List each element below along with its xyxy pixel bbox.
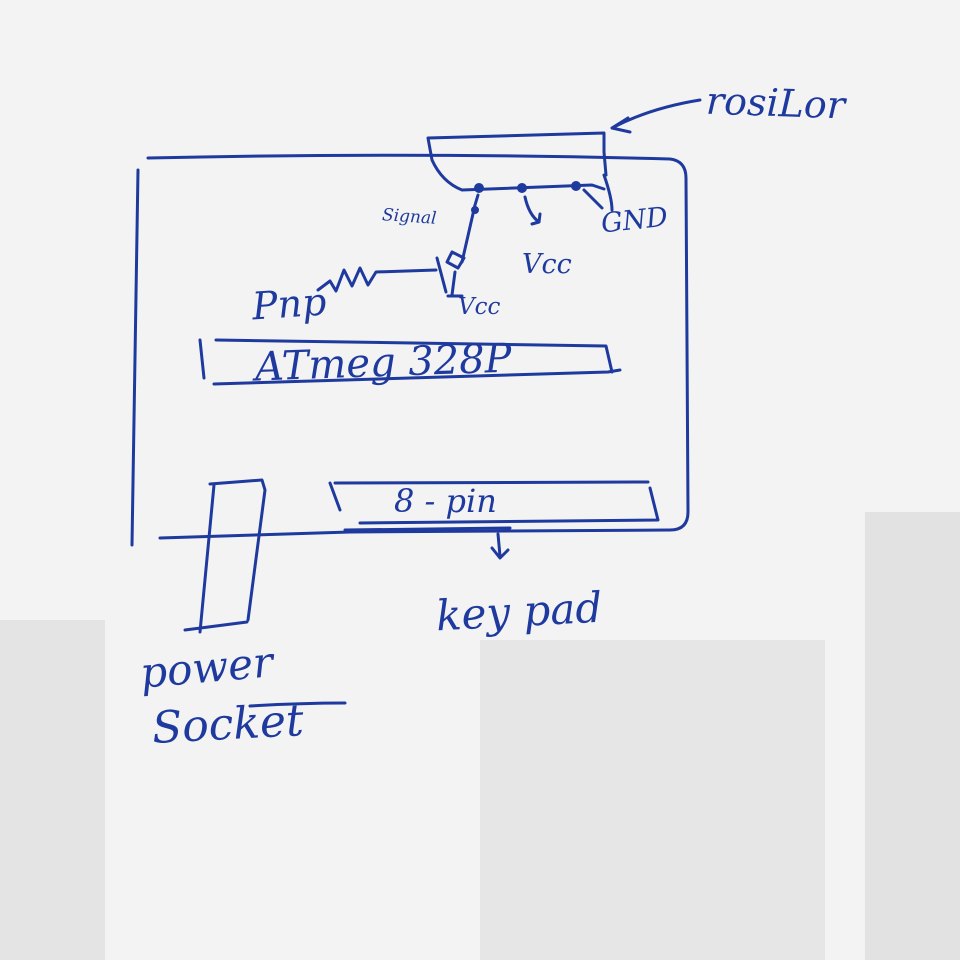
vcc-label-bottom: Vcc (458, 294, 501, 320)
atmega-chip-label: ATmeg 328P (254, 335, 513, 391)
pcb-outline (130, 153, 690, 547)
header-down-arrow (490, 532, 510, 560)
header-8pin-label: 8 - pin (394, 482, 497, 520)
paper-shadow-left (0, 620, 105, 960)
header-8pin-outline (328, 480, 660, 532)
base-resistor-zigzag (316, 266, 438, 293)
connector-pin-gnd (571, 181, 581, 191)
resistor-label: rosiLor (705, 78, 846, 128)
connector-pin-vcc (517, 183, 527, 193)
paper-shadow-middle (480, 640, 825, 960)
atmega-chip-outline (198, 338, 622, 386)
resistor-pointer-arrow (610, 98, 702, 134)
pnp-transistor (435, 250, 466, 298)
gnd-wire (582, 188, 604, 210)
socket-underline (248, 701, 347, 708)
pnp-label: Pnp (250, 279, 328, 329)
signal-junction (471, 206, 479, 214)
gnd-label: GND (599, 201, 670, 240)
resistor-symbol (426, 131, 614, 212)
power-label: power (138, 637, 275, 698)
signal-label: Signal (381, 205, 438, 229)
signal-wire (460, 193, 480, 264)
paper-shadow-right (865, 512, 960, 960)
vcc-label-top: Vcc (522, 249, 572, 280)
keypad-label: key pad (434, 582, 604, 641)
vcc-wire-arrow (523, 195, 542, 226)
socket-label: Socket (150, 695, 305, 754)
connector-pin-signal (474, 183, 484, 193)
power-socket-outline (183, 478, 267, 634)
